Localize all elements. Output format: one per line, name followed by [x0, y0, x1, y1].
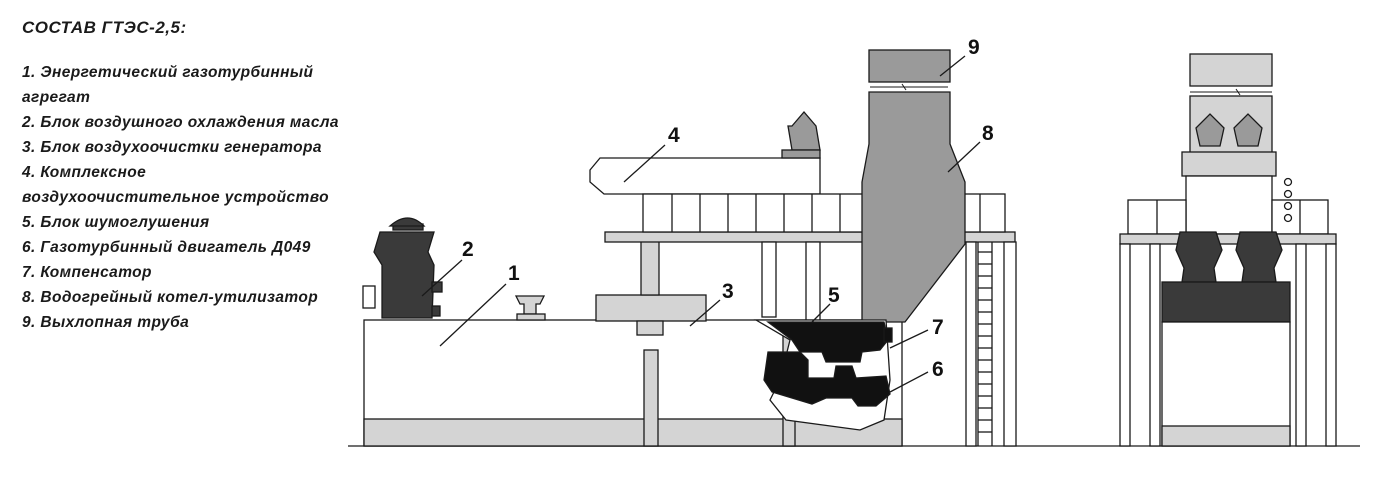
callout-6: 6 — [932, 358, 944, 381]
legend-item: 3. Блок воздухоочистки генератора — [22, 139, 322, 156]
turbine-engine-assembly — [753, 319, 893, 431]
oil-cooling-block — [362, 217, 443, 319]
callout-2: 2 — [462, 238, 474, 261]
legend-item: 8. Водогрейный котел-утилизатор — [22, 289, 319, 306]
callout-1: 1 — [508, 262, 520, 285]
legend-title: СОСТАВ ГТЭС-2,5: — [22, 18, 187, 37]
legend: СОСТАВ ГТЭС-2,5: 1. Энергетический газот… — [22, 18, 342, 335]
legend-item: 6. Газотурбинный двигатель Д049 — [22, 239, 311, 256]
legend-item: 7. Компенсатор — [22, 264, 152, 281]
legend-item: 4. Комплексное воздухоочистительное устр… — [22, 164, 329, 206]
callout-4: 4 — [668, 124, 680, 147]
heat-recovery-boiler — [861, 91, 966, 323]
leader-lines — [421, 55, 981, 393]
callout-9: 9 — [968, 36, 980, 59]
legend-item: 1. Энергетический газотурбинный агрегат — [22, 64, 314, 106]
legend-item: 9. Выхлопная труба — [22, 314, 190, 331]
callout-3: 3 — [722, 280, 734, 303]
exhaust-stack — [868, 49, 951, 91]
callout-5: 5 — [828, 284, 840, 307]
side-view — [1119, 53, 1337, 447]
legend-list: 1. Энергетический газотурбинный агрегат … — [22, 60, 342, 335]
legend-item: 5. Блок шумоглушения — [22, 214, 210, 231]
legend-item: 2. Блок воздушного охлаждения масла — [22, 114, 339, 131]
callout-8: 8 — [982, 122, 994, 145]
air-cleaning-device — [589, 111, 1017, 447]
callout-7: 7 — [932, 316, 944, 339]
